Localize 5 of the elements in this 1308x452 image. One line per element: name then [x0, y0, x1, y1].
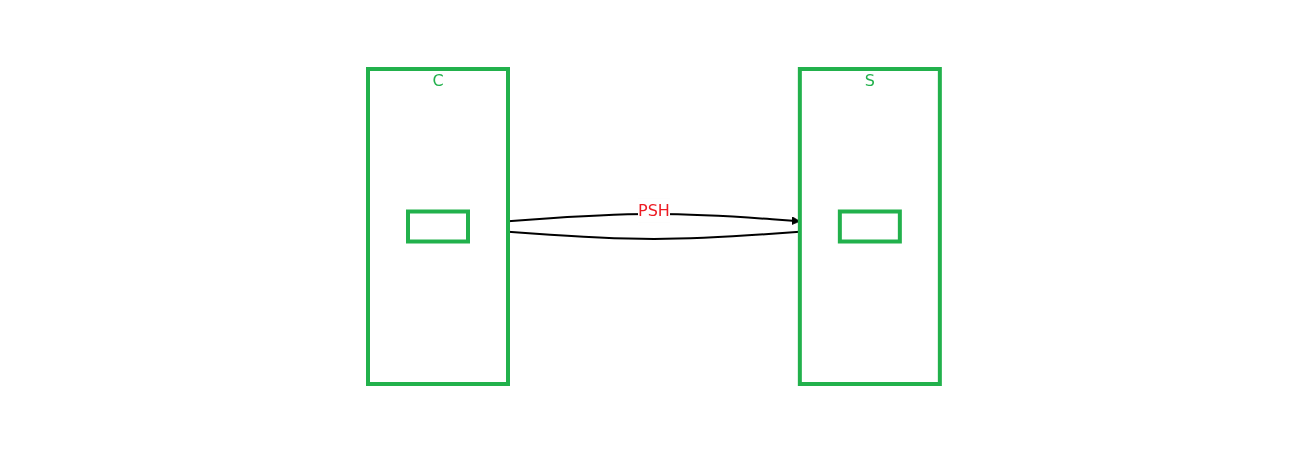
- node-box: [406, 209, 471, 243]
- cluster: S: [797, 66, 942, 386]
- cluster: C: [366, 66, 511, 386]
- edge-label: PSH: [638, 200, 670, 219]
- node-box: [837, 209, 902, 243]
